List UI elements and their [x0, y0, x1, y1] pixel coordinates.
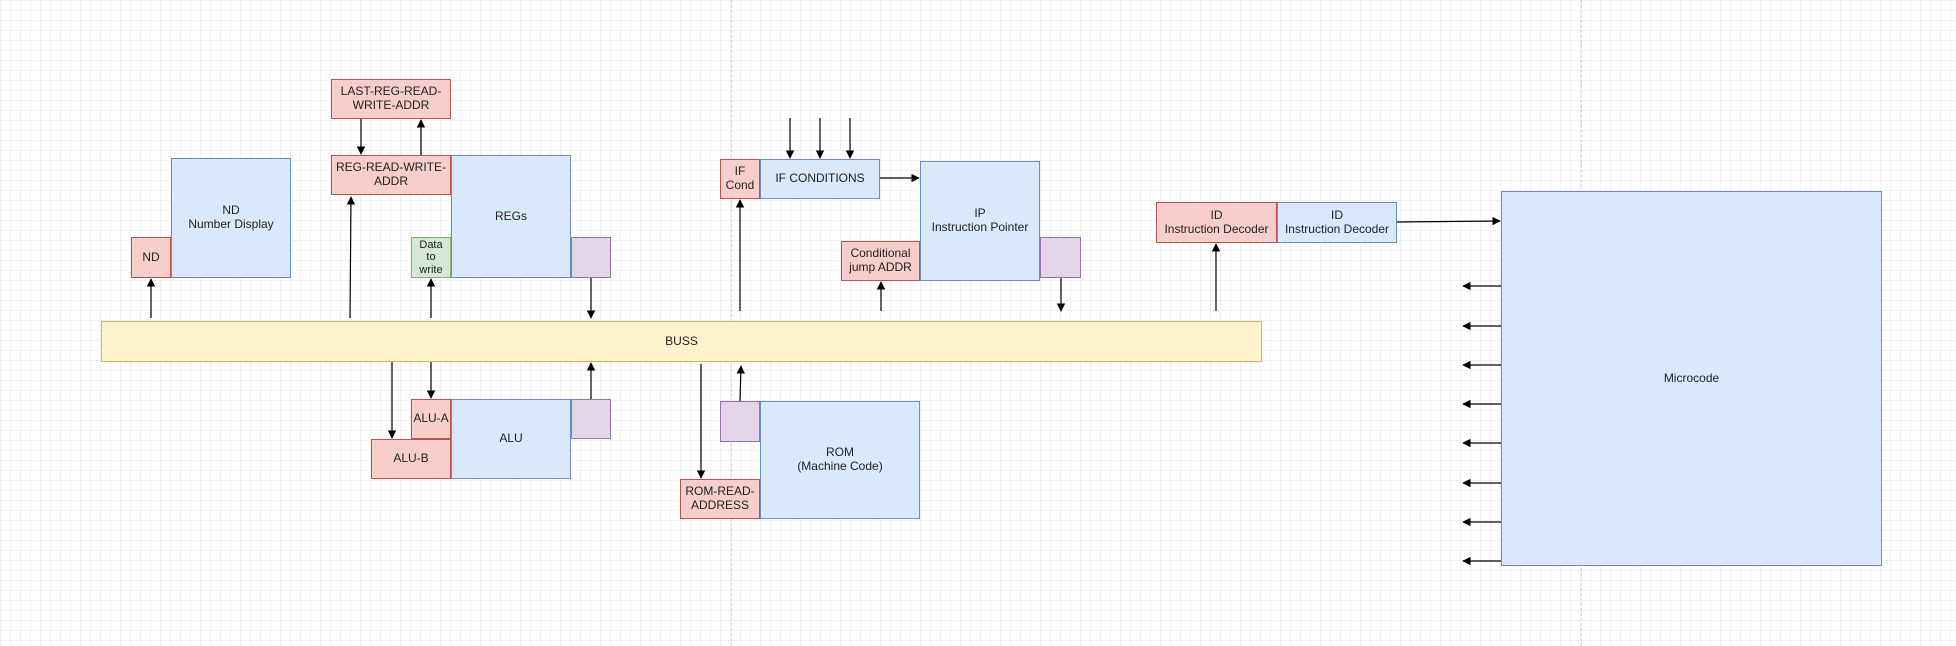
last-reg-read-write-addr-node[interactable]: LAST-REG-READ- WRITE-ADDR [331, 79, 451, 119]
alu-node[interactable]: ALU [451, 399, 571, 479]
alu-output-node[interactable] [571, 399, 611, 439]
if-conditions-node[interactable]: IF CONDITIONS [760, 159, 880, 199]
rom-read-address-node[interactable]: ROM-READ- ADDRESS [680, 479, 760, 519]
if-cond-node[interactable]: IF Cond [720, 159, 760, 199]
regs-output-node[interactable] [571, 237, 611, 278]
nd-node[interactable]: ND [131, 237, 171, 278]
rom-machine-code-node[interactable]: ROM (Machine Code) [760, 401, 920, 519]
data-to-write-node[interactable]: Data to write [411, 237, 451, 278]
regs-node[interactable]: REGs [451, 155, 571, 278]
nd-number-display-node[interactable]: ND Number Display [171, 158, 291, 278]
ip-output-node[interactable] [1040, 237, 1081, 278]
rom-output-node[interactable] [720, 401, 760, 442]
id-instruction-decoder-red-node[interactable]: ID Instruction Decoder [1156, 202, 1277, 243]
conditional-jump-addr-node[interactable]: Conditional jump ADDR [841, 241, 920, 281]
alu-a-node[interactable]: ALU-A [411, 399, 451, 439]
id-instruction-decoder-blue-node[interactable]: ID Instruction Decoder [1277, 202, 1397, 243]
ip-instruction-pointer-node[interactable]: IP Instruction Pointer [920, 161, 1040, 281]
microcode-node[interactable]: Microcode [1501, 191, 1882, 566]
buss-node[interactable]: BUSS [101, 321, 1262, 362]
alu-b-node[interactable]: ALU-B [371, 439, 451, 479]
reg-read-write-addr-node[interactable]: REG-READ-WRITE- ADDR [331, 155, 451, 195]
